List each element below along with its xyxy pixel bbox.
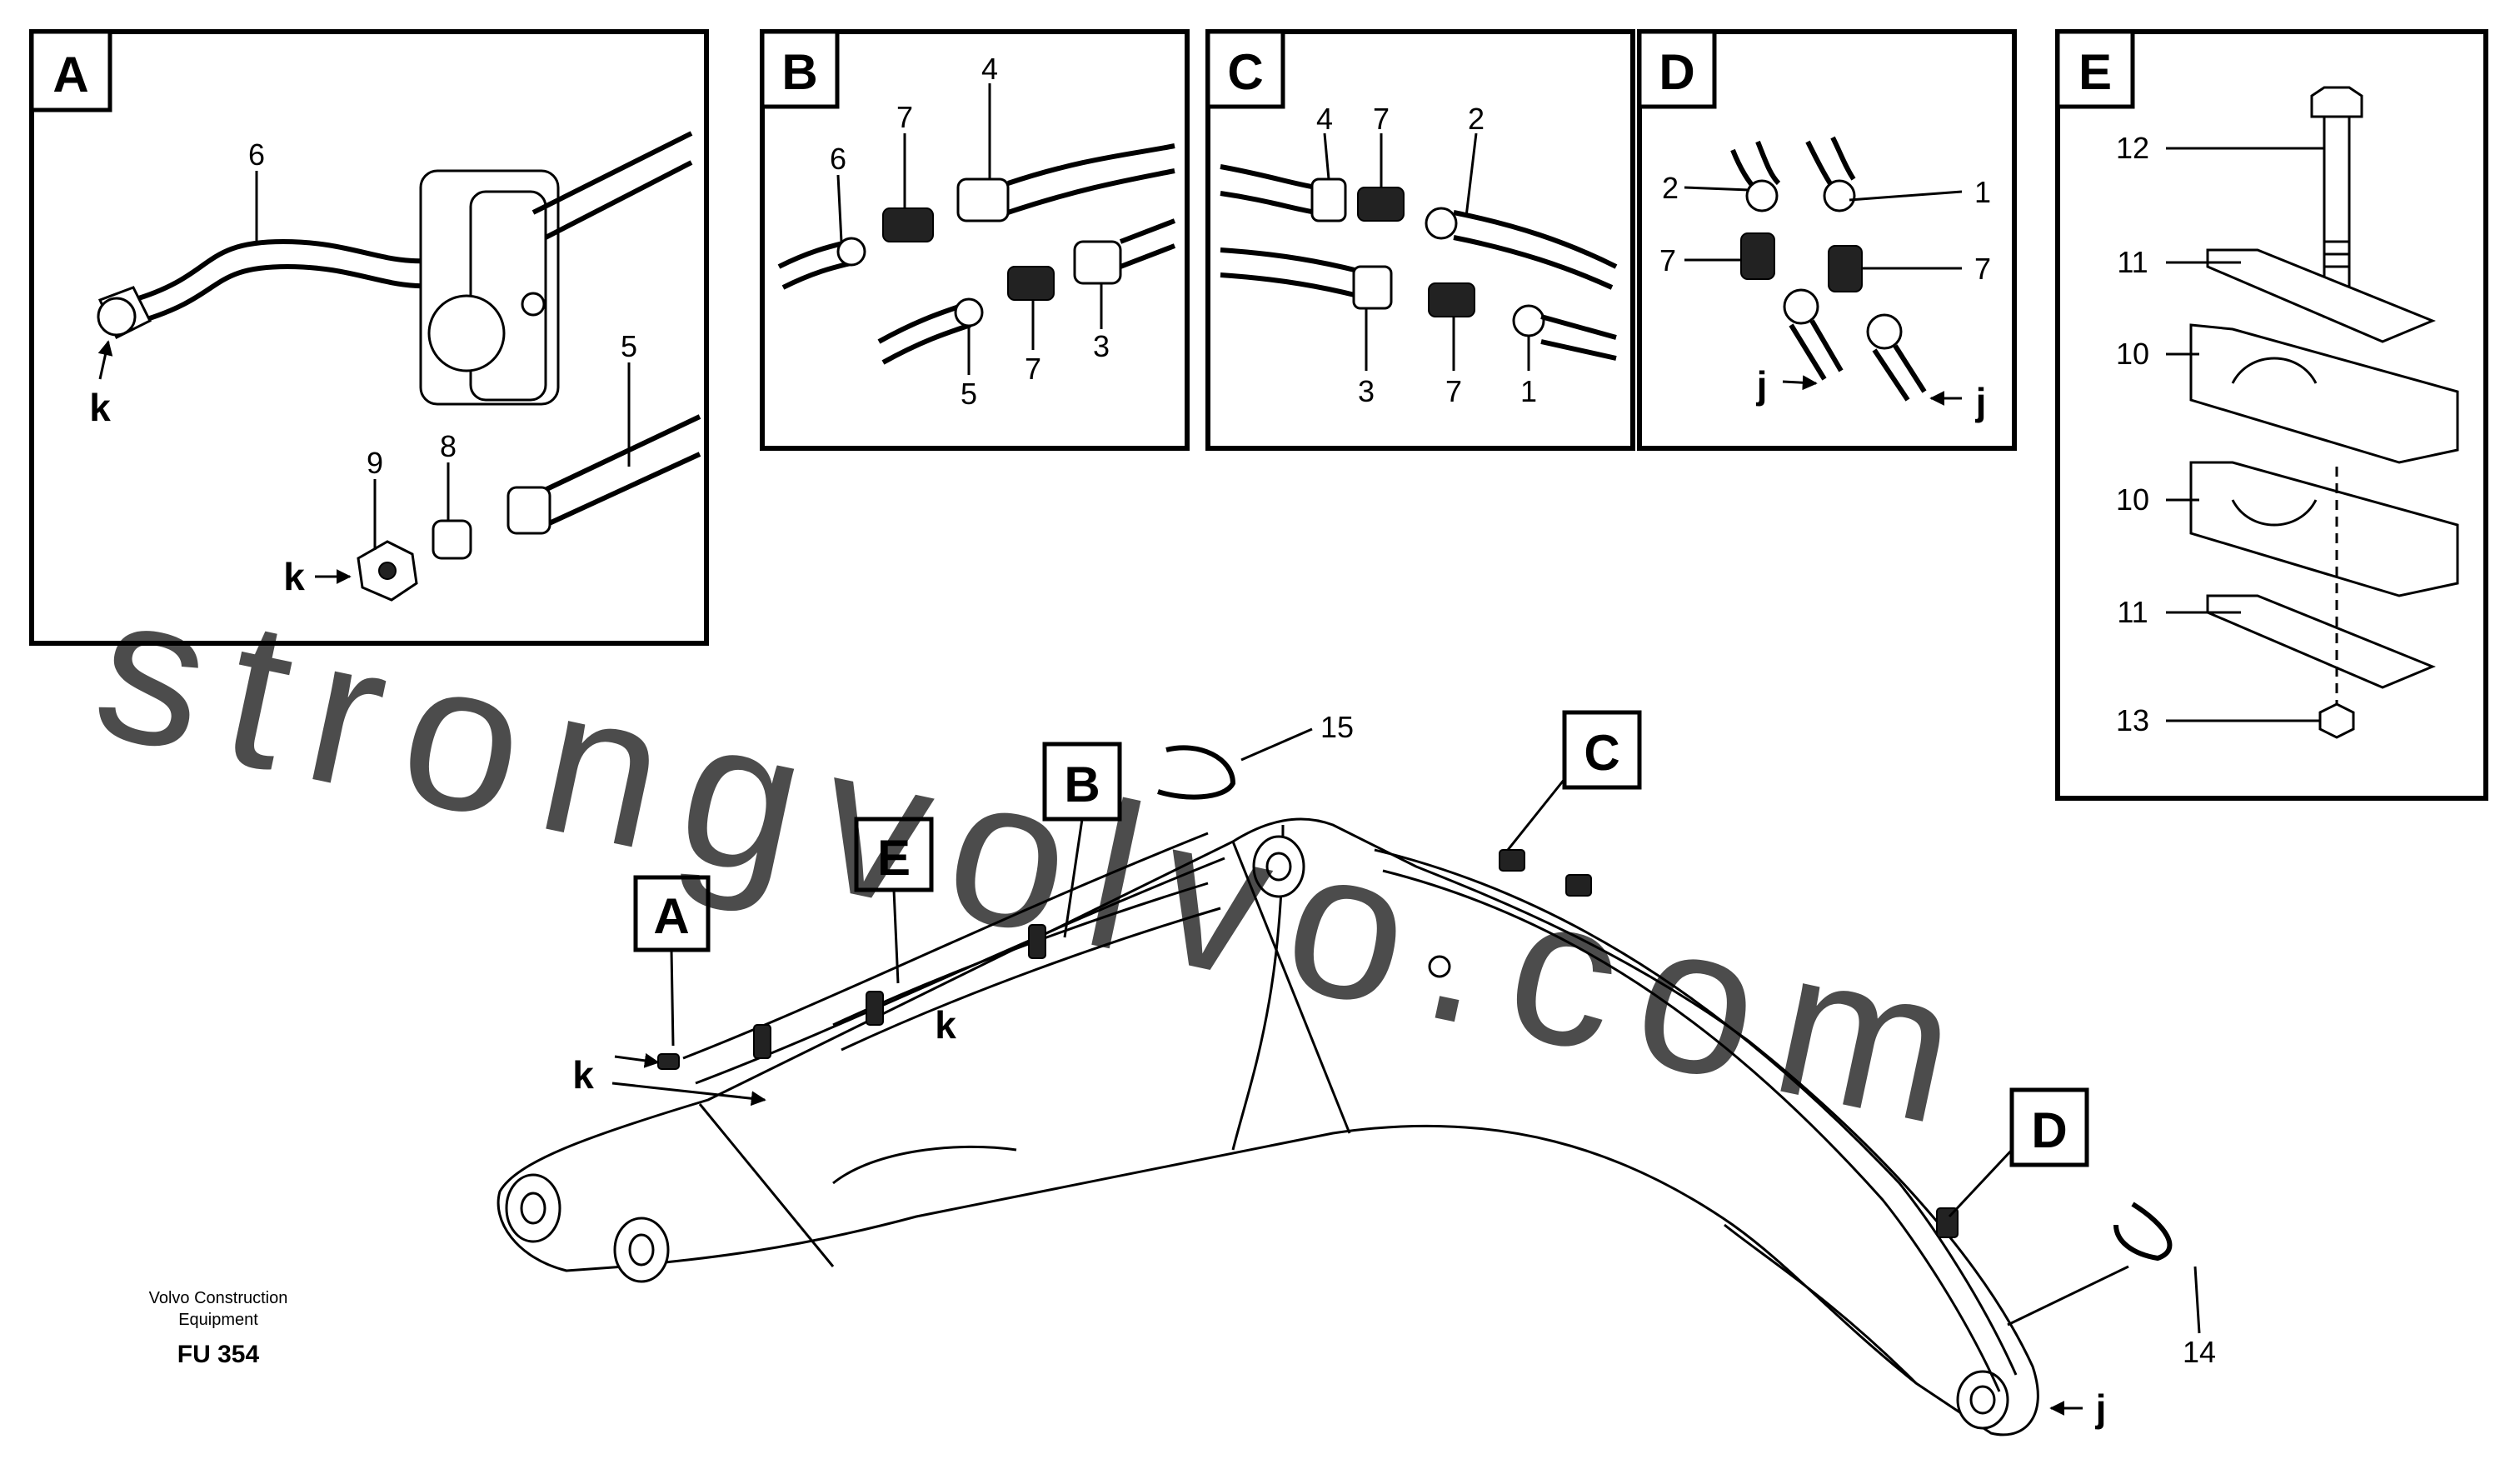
arrow-label-k: k xyxy=(572,1053,594,1097)
panel-d-callouts: 2 1 7 7 j j xyxy=(1659,171,1991,423)
callout-label: 4 xyxy=(1316,102,1333,136)
panel-c-drawing xyxy=(1220,164,1618,361)
panel-b-callouts: 4 7 6 3 7 5 xyxy=(830,52,1110,411)
detail-panel-a: A 6 5 9 8 xyxy=(29,29,709,646)
arrow-label-k: k xyxy=(283,555,305,598)
main-letter-c: C xyxy=(1584,725,1619,781)
callout-label: 11 xyxy=(2117,595,2148,629)
callout-label: 7 xyxy=(1659,243,1676,277)
panel-a-callouts: 6 5 9 8 k k xyxy=(89,137,637,598)
panel-e-letter: E xyxy=(2078,44,2112,100)
callout-label: 10 xyxy=(2116,482,2149,517)
callout-label: 13 xyxy=(2116,703,2149,737)
detail-panel-b: B 4 7 6 3 7 xyxy=(760,29,1190,451)
main-callouts: 15 14 k k j xyxy=(572,710,2216,1430)
callout-label: 15 xyxy=(1320,710,1354,744)
callout-label: 6 xyxy=(248,137,265,172)
callout-label: 7 xyxy=(896,100,913,134)
main-letter-box-b: B xyxy=(1042,742,1122,938)
arrow-label-j: j xyxy=(2095,1387,2107,1430)
callout-label: 1 xyxy=(1520,374,1537,408)
main-letter-box-d: D xyxy=(1948,1087,2089,1218)
panel-d-letter-box: D xyxy=(1637,29,1717,109)
callout-label: 7 xyxy=(1025,352,1041,386)
callout-label: 12 xyxy=(2116,131,2149,165)
callout-label: 8 xyxy=(440,429,457,463)
callout-label: 11 xyxy=(2117,245,2148,279)
panel-c-letter: C xyxy=(1227,44,1263,100)
footer-code: FU 354 xyxy=(177,1341,260,1368)
callout-label: 1 xyxy=(1974,175,1991,209)
callout-label: 14 xyxy=(2183,1335,2216,1369)
arrow-label-j: j xyxy=(1975,380,1987,423)
footer-company-line1: Volvo Construction xyxy=(149,1289,288,1307)
panel-c-letter-box: C xyxy=(1205,29,1285,109)
panel-e-drawing xyxy=(2189,86,2459,739)
callout-label: 6 xyxy=(830,142,846,176)
panel-c-callouts: 4 7 2 3 7 1 xyxy=(1316,102,1537,408)
callout-label: 5 xyxy=(961,377,977,411)
callout-label: 4 xyxy=(981,52,998,86)
main-letter-b: B xyxy=(1064,757,1100,812)
detail-panel-e: E 12 11 10 10 11 xyxy=(2055,29,2488,801)
callout-label: 2 xyxy=(1662,171,1679,205)
panel-e-callouts: 12 11 10 10 11 13 xyxy=(2116,131,2324,737)
main-letter-d: D xyxy=(2031,1102,2067,1158)
panel-e-letter-box: E xyxy=(2055,29,2135,109)
panel-b-letter: B xyxy=(781,44,817,100)
panel-d-drawing xyxy=(1730,136,1927,402)
main-letter-a: A xyxy=(653,888,689,944)
detail-panel-c: C 4 7 2 3 7 xyxy=(1205,29,1635,451)
panel-d-letter: D xyxy=(1659,44,1694,100)
boom-assembly xyxy=(497,745,2173,1437)
callout-label: 7 xyxy=(1373,102,1390,136)
callout-label: 5 xyxy=(621,329,637,363)
callout-label: 10 xyxy=(2116,337,2149,371)
panel-a-letter: A xyxy=(52,47,88,102)
callout-label: 3 xyxy=(1358,374,1375,408)
arrow-label-k: k xyxy=(935,1003,956,1047)
callout-label: 7 xyxy=(1974,252,1991,286)
footer: Volvo Construction Equipment FU 354 xyxy=(149,1289,288,1368)
main-letter-box-e: E xyxy=(854,817,934,984)
panel-b-letter-box: B xyxy=(760,29,840,109)
callout-label: 9 xyxy=(367,446,383,480)
panel-a-drawing xyxy=(97,131,701,602)
panel-b-drawing xyxy=(777,143,1176,365)
callout-label: 3 xyxy=(1093,329,1110,363)
footer-company-line2: Equipment xyxy=(178,1311,258,1329)
arrow-label-k: k xyxy=(89,386,111,429)
main-labels: A B C D E xyxy=(633,710,2089,1218)
main-letter-e: E xyxy=(877,830,911,886)
detail-panel-d: D 2 1 7 7 j xyxy=(1637,29,2017,451)
main-letter-box-a: A xyxy=(633,875,711,1047)
callout-label: 7 xyxy=(1445,374,1462,408)
arrow-label-j: j xyxy=(1756,363,1768,407)
panel-a-letter-box: A xyxy=(29,29,112,112)
main-letter-box-c: C xyxy=(1506,710,1642,851)
callout-label: 2 xyxy=(1468,102,1485,136)
